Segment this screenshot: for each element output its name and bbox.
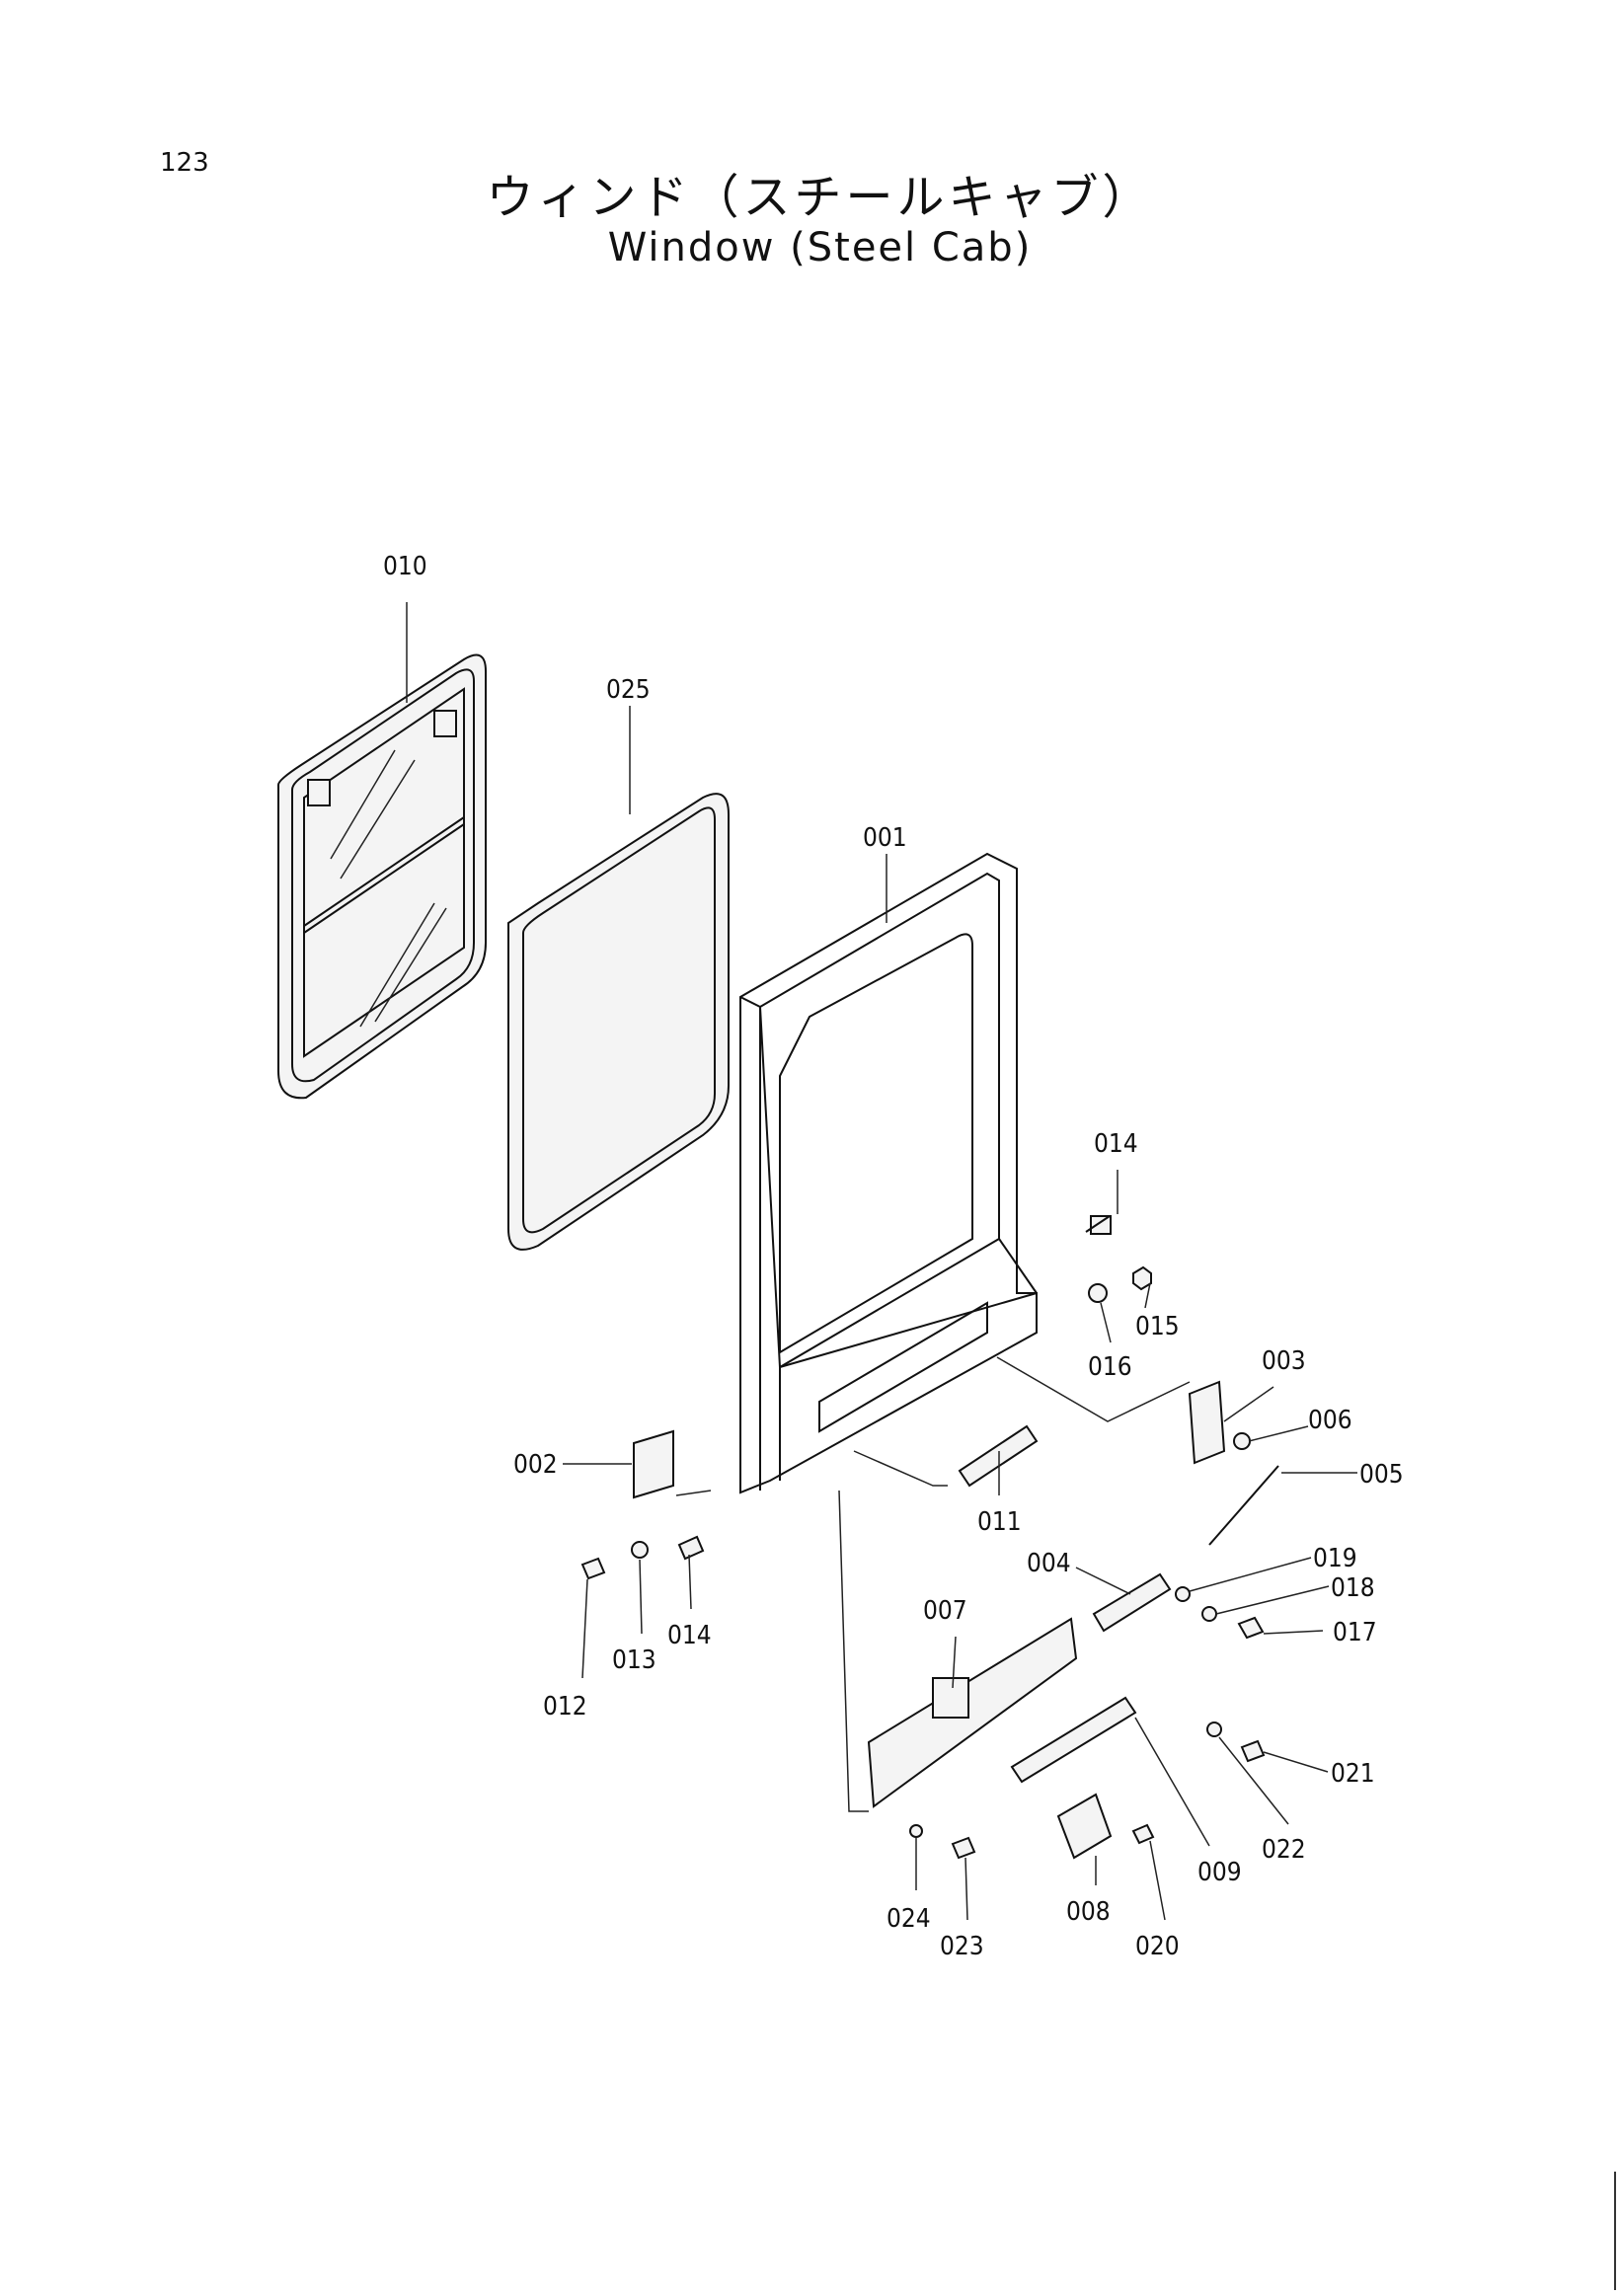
label-005: 005 xyxy=(1359,1460,1404,1490)
window-seal-drawing xyxy=(507,793,730,1251)
part-labels: 010 025 001 014 015 016 003 006 005 002 … xyxy=(383,552,1404,1961)
washer-024 xyxy=(909,1824,923,1838)
label-017: 017 xyxy=(1333,1618,1377,1647)
window-frame-drawing xyxy=(739,852,1038,1494)
bolt-021 xyxy=(1240,1739,1266,1763)
screw-006 xyxy=(1233,1432,1251,1450)
screw-023 xyxy=(951,1836,976,1860)
label-021: 021 xyxy=(1331,1759,1375,1789)
title-japanese: ウィンド（スチールキャブ） xyxy=(486,170,1154,225)
label-012: 012 xyxy=(543,1692,587,1722)
label-022: 022 xyxy=(1262,1835,1306,1865)
cover-plate-007 xyxy=(867,1617,1078,1808)
label-006: 006 xyxy=(1308,1406,1352,1435)
handle-009 xyxy=(1010,1696,1137,1784)
label-019: 019 xyxy=(1313,1544,1357,1573)
label-018: 018 xyxy=(1331,1573,1375,1603)
label-025: 025 xyxy=(606,675,651,705)
scan-edge-line xyxy=(1614,2172,1616,2290)
label-015: 015 xyxy=(1135,1312,1180,1341)
label-011: 011 xyxy=(977,1507,1022,1537)
plate-002 xyxy=(633,1429,674,1499)
title-english: Window (Steel Cab) xyxy=(607,225,1033,270)
label-024: 024 xyxy=(887,1904,931,1934)
label-008: 008 xyxy=(1066,1897,1111,1927)
washer-022 xyxy=(1206,1722,1222,1737)
label-023: 023 xyxy=(940,1932,984,1961)
label-004: 004 xyxy=(1027,1549,1071,1578)
label-014-top: 014 xyxy=(1094,1129,1138,1159)
label-010: 010 xyxy=(383,552,427,581)
screw-020 xyxy=(1131,1823,1155,1845)
label-003: 003 xyxy=(1262,1346,1306,1376)
latch-004 xyxy=(1092,1572,1172,1633)
label-013: 013 xyxy=(612,1645,656,1675)
label-016: 016 xyxy=(1088,1352,1132,1382)
bolt-014-top xyxy=(1090,1215,1112,1235)
label-001: 001 xyxy=(863,823,907,853)
bolt-012 xyxy=(580,1557,606,1580)
bolt-014-bottom xyxy=(677,1535,705,1561)
lock-washer-016 xyxy=(1088,1283,1108,1303)
hardware-drawings xyxy=(580,1215,1279,1860)
label-020: 020 xyxy=(1135,1932,1180,1961)
washer-019 xyxy=(1175,1586,1191,1602)
label-014-bottom: 014 xyxy=(667,1621,712,1650)
label-009: 009 xyxy=(1197,1858,1242,1887)
leader-lines xyxy=(406,602,1357,1921)
lever-011 xyxy=(958,1424,1039,1488)
bolt-015 xyxy=(1132,1265,1152,1291)
label-002: 002 xyxy=(513,1450,558,1480)
page-number: 123 xyxy=(160,148,209,178)
bolt-017 xyxy=(1237,1616,1265,1640)
snap-ring-013 xyxy=(631,1541,649,1559)
spring-washer-018 xyxy=(1201,1606,1217,1622)
sliding-window-drawing xyxy=(277,653,487,1100)
grip-008 xyxy=(1056,1793,1113,1860)
label-007: 007 xyxy=(923,1596,967,1626)
spring-rod-005 xyxy=(1208,1465,1279,1546)
bracket-003 xyxy=(1188,1380,1226,1465)
cover-plate-window xyxy=(932,1677,969,1719)
